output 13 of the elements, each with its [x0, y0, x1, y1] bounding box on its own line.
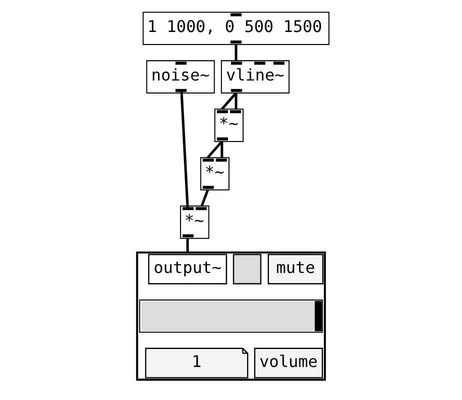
- connector: [220, 141, 224, 158]
- connector: [180, 92, 189, 208]
- connector: [206, 140, 223, 158]
- connector: [186, 238, 189, 252]
- connector: [234, 93, 238, 110]
- cluster: [136, 251, 326, 381]
- node-box: output~: [148, 254, 228, 284]
- node-box: [232, 254, 262, 284]
- connector: [200, 189, 209, 206]
- connector: [234, 44, 238, 61]
- node-box: mute: [268, 254, 324, 284]
- node-box: volume: [254, 348, 323, 378]
- connector: [220, 92, 237, 110]
